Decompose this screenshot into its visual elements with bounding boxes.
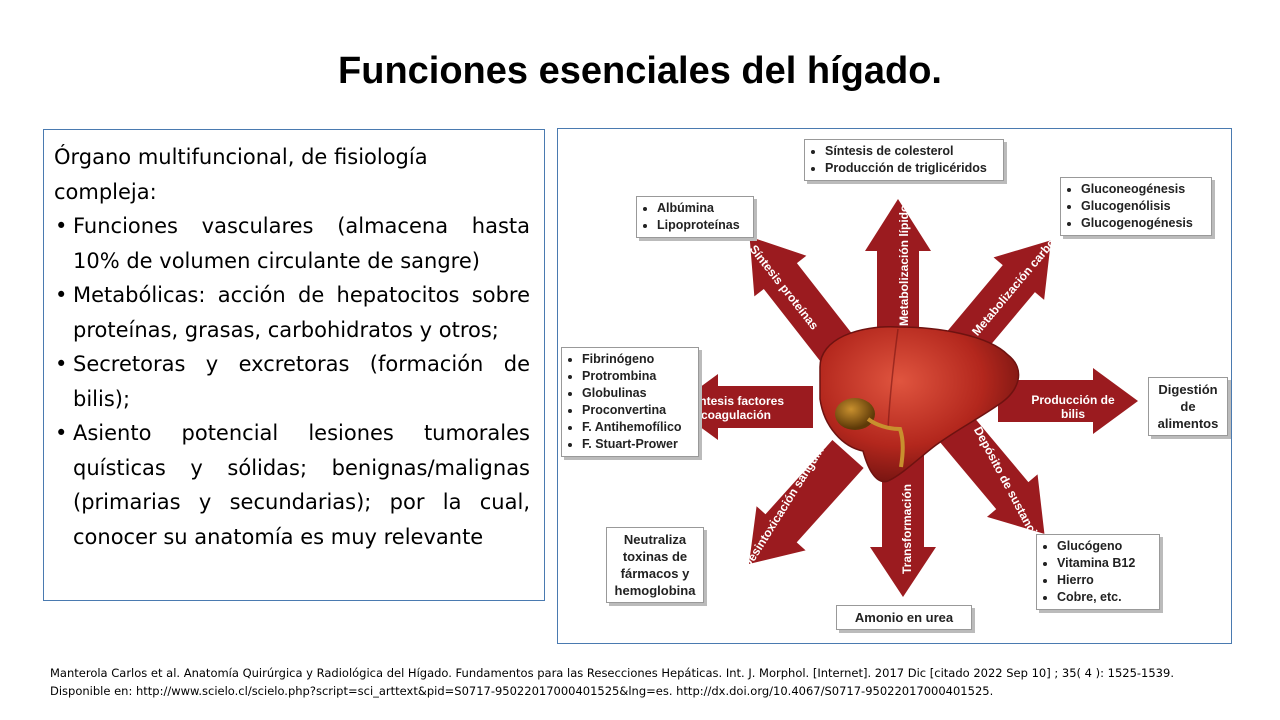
bullet-item: Funciones vasculares (almacena hasta 10%… [54, 209, 530, 278]
box-top-right: Gluconeogénesis Glucogenólisis Glucogeno… [1060, 177, 1212, 236]
box-right: Digestión de alimentos [1148, 377, 1228, 436]
bullet-item: Asiento potencial lesiones tumorales quí… [54, 416, 530, 554]
box-item: Vitamina B12 [1057, 555, 1153, 572]
box-item: Hierro [1057, 572, 1153, 589]
box-item: Cobre, etc. [1057, 589, 1153, 606]
reference-citation: Manterola Carlos et al. Anatomía Quirúrg… [50, 666, 1174, 698]
box-item: Glucógeno [1057, 538, 1153, 555]
box-bottom-left: Neutraliza toxinas de fármacos y hemoglo… [606, 527, 704, 603]
box-item: Fibrinógeno [582, 351, 692, 368]
box-item: Globulinas [582, 385, 692, 402]
box-item: Glucogenólisis [1081, 198, 1205, 215]
box-top: Síntesis de colesterol Producción de tri… [804, 139, 1004, 181]
liver-illustration [819, 326, 1020, 483]
arrow-label-left: Síntesis factores coagulación [687, 394, 785, 422]
box-bottom: Amonio en urea [836, 605, 972, 630]
liver-functions-diagram: Metabolización lípidos Síntesis proteína… [557, 128, 1232, 644]
arrow-down-left [748, 439, 864, 564]
arrow-right [998, 368, 1138, 434]
box-item: Síntesis de colesterol [825, 143, 997, 160]
box-item: F. Antihemofílico [582, 419, 692, 436]
content-textbox: Órgano multifuncional, de fisiología com… [43, 129, 545, 601]
box-item: Gluconeogénesis [1081, 181, 1205, 198]
box-bottom-right: Glucógeno Vitamina B12 Hierro Cobre, etc… [1036, 534, 1160, 610]
arrow-label-right: Producción de bilis [1031, 393, 1115, 421]
intro-text: Órgano multifuncional, de fisiología com… [54, 145, 428, 204]
box-item: Protrombina [582, 368, 692, 385]
bullet-item: Secretoras y excretoras (formación de bi… [54, 347, 530, 416]
box-item: Producción de triglicéridos [825, 160, 997, 177]
box-top-left: Albúmina Lipoproteínas [636, 196, 754, 238]
box-item: Albúmina [657, 200, 747, 217]
diagram-graphics [673, 199, 1138, 597]
bullet-item: Metabólicas: acción de hepatocitos sobre… [54, 278, 530, 347]
arrow-down-right [931, 405, 1045, 534]
box-item: Proconvertina [582, 402, 692, 419]
box-item: F. Stuart-Prower [582, 436, 692, 453]
box-item: Glucogenogénesis [1081, 215, 1205, 232]
box-left: Fibrinógeno Protrombina Globulinas Proco… [561, 347, 699, 457]
arrow-left [673, 374, 813, 440]
arrow-label-up: Metabolización lípidos [897, 197, 911, 326]
box-item: Lipoproteínas [657, 217, 747, 234]
arrow-label-down: Transformación [900, 483, 914, 575]
bullet-list: Funciones vasculares (almacena hasta 10%… [54, 209, 530, 554]
arrow-down [870, 447, 936, 597]
slide-title: Funciones esenciales del hígado. [338, 50, 942, 92]
